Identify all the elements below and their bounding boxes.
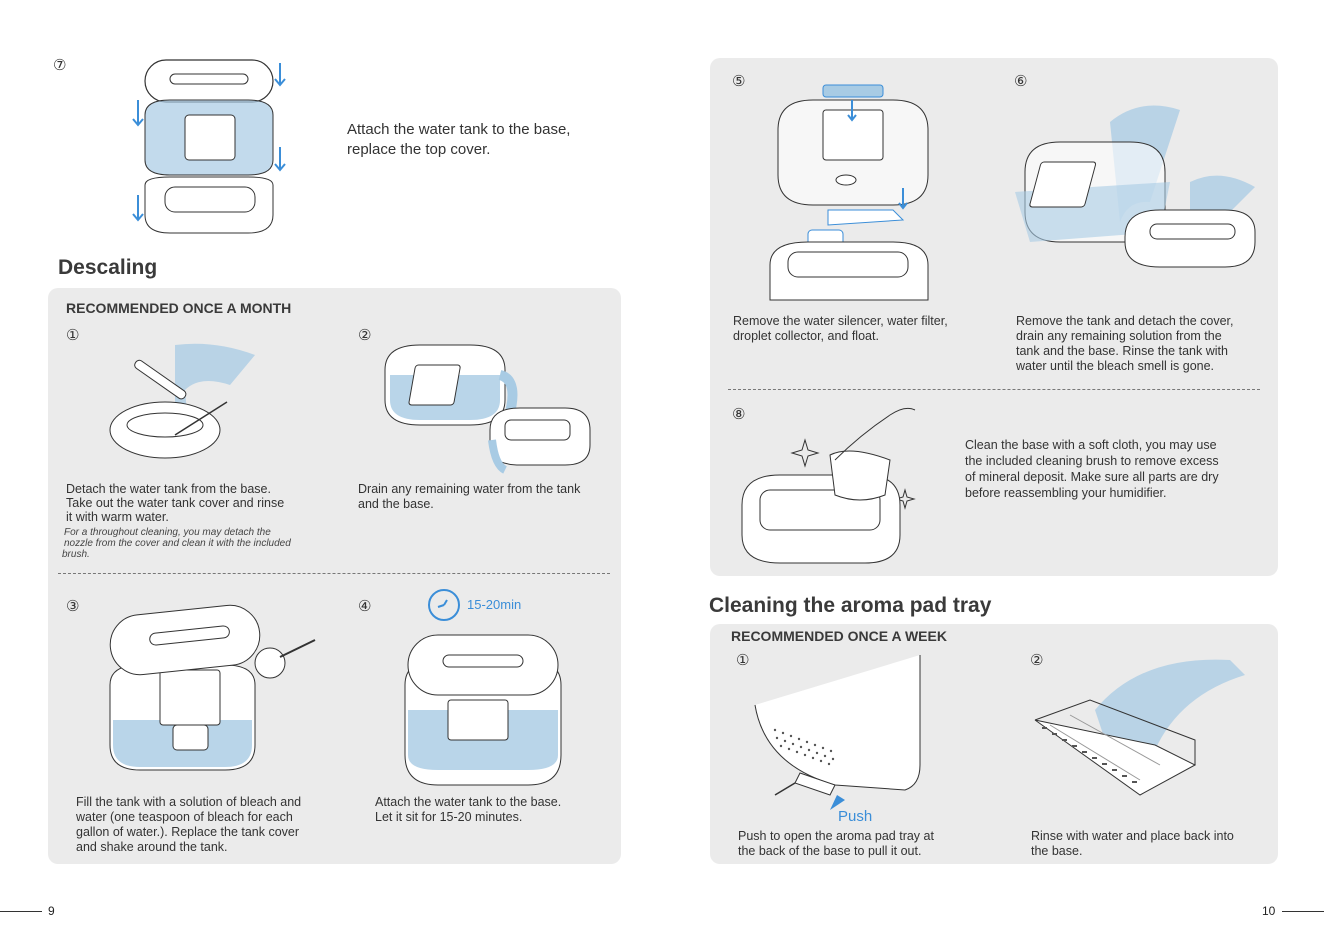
step-6-number: ⑥ — [1014, 72, 1028, 90]
descaling-step-4-number: ④ — [358, 597, 372, 615]
timer-label: 15-20min — [467, 597, 522, 612]
aroma-frequency: RECOMMENDED ONCE A WEEK — [731, 628, 947, 644]
step-7-number: ⑦ — [53, 56, 67, 74]
step-6-line-3: tank and the base. Rinse the tank with — [1016, 344, 1228, 358]
clock-icon — [428, 589, 460, 621]
assembly-illustration — [132, 59, 286, 234]
page-10-rule — [1282, 911, 1324, 912]
step-8-number: ⑧ — [732, 405, 746, 423]
page-number-10: 10 — [1262, 904, 1276, 918]
step-5-line-1: Remove the water silencer, water filter, — [733, 314, 948, 328]
descaling-step-1-line-3: it with warm water. — [66, 510, 169, 524]
push-tray-illustration — [754, 655, 921, 810]
remove-parts-illustration — [769, 84, 929, 301]
descaling-step-3-line-3: gallon of water.). Replace the tank cove… — [76, 825, 300, 839]
drain-tank-illustration — [384, 344, 591, 474]
page-number-9: 9 — [48, 904, 55, 918]
descaling-step-1-note-3: brush. — [62, 549, 90, 560]
step-7-text-1: Attach the water tank to the base, — [347, 121, 571, 138]
descaling-step-1-note-2: nozzle from the cover and clean it with … — [64, 538, 291, 549]
descaling-step-4-line-1: Attach the water tank to the base. — [375, 795, 562, 809]
sit-tank-illustration — [404, 634, 562, 786]
step-7-text-2: replace the top cover. — [347, 141, 491, 158]
descaling-divider — [58, 573, 610, 574]
descaling-step-1-number: ① — [66, 326, 80, 344]
fill-bleach-illustration — [109, 604, 316, 771]
step-6-line-2: drain any remaining solution from the — [1016, 329, 1222, 343]
descaling-step-3-line-1: Fill the tank with a solution of bleach … — [76, 795, 302, 809]
descaling-step-2-line-2: and the base. — [358, 497, 434, 511]
page-9-rule — [0, 911, 42, 912]
step-8-line-2: the included cleaning brush to remove ex… — [965, 454, 1219, 468]
steps-divider — [728, 389, 1260, 390]
aroma-step-1-line-1: Push to open the aroma pad tray at — [738, 829, 934, 843]
descaling-title: Descaling — [58, 256, 158, 279]
aroma-step-2-line-2: the base. — [1031, 844, 1083, 858]
step-5-line-2: droplet collector, and float. — [733, 329, 879, 343]
step-6-line-1: Remove the tank and detach the cover, — [1016, 314, 1234, 328]
clean-base-illustration — [741, 407, 916, 564]
descaling-step-3-line-4: and shake around the tank. — [76, 840, 228, 854]
push-label: Push — [838, 808, 873, 825]
descaling-step-2-number: ② — [358, 326, 372, 344]
descaling-step-1-line-2: Take out the water tank cover and rinse — [66, 496, 285, 510]
step-5-number: ⑤ — [732, 72, 746, 90]
step-8-line-3: of mineral deposit. Make sure all parts … — [965, 470, 1219, 484]
descaling-step-1-line-1: Detach the water tank from the base. — [66, 482, 271, 496]
aroma-step-1-number: ① — [736, 651, 750, 669]
drain-rinse-illustration — [1015, 105, 1256, 268]
descaling-step-1-note-1: For a throughout cleaning, you may detac… — [64, 527, 271, 538]
descaling-step-4-line-2: Let it sit for 15-20 minutes. — [375, 810, 523, 824]
aroma-step-2-number: ② — [1030, 651, 1044, 669]
descaling-step-3-line-2: water (one teaspoon of bleach for each — [76, 810, 293, 824]
step-6-line-4: water until the bleach smell is gone. — [1016, 359, 1215, 373]
aroma-title: Cleaning the aroma pad tray — [709, 594, 992, 617]
descaling-frequency: RECOMMENDED ONCE A MONTH — [66, 300, 292, 316]
descaling-step-3-number: ③ — [66, 597, 80, 615]
aroma-step-2-line-1: Rinse with water and place back into — [1031, 829, 1234, 843]
descaling-step-2-line-1: Drain any remaining water from the tank — [358, 482, 581, 496]
rinse-tray-illustration — [1034, 659, 1245, 796]
aroma-step-1-line-2: the back of the base to pull it out. — [738, 844, 922, 858]
step-8-line-1: Clean the base with a soft cloth, you ma… — [965, 438, 1217, 452]
step-8-line-4: before reassembling your humidifier. — [965, 486, 1167, 500]
rinse-cover-illustration — [109, 343, 255, 459]
